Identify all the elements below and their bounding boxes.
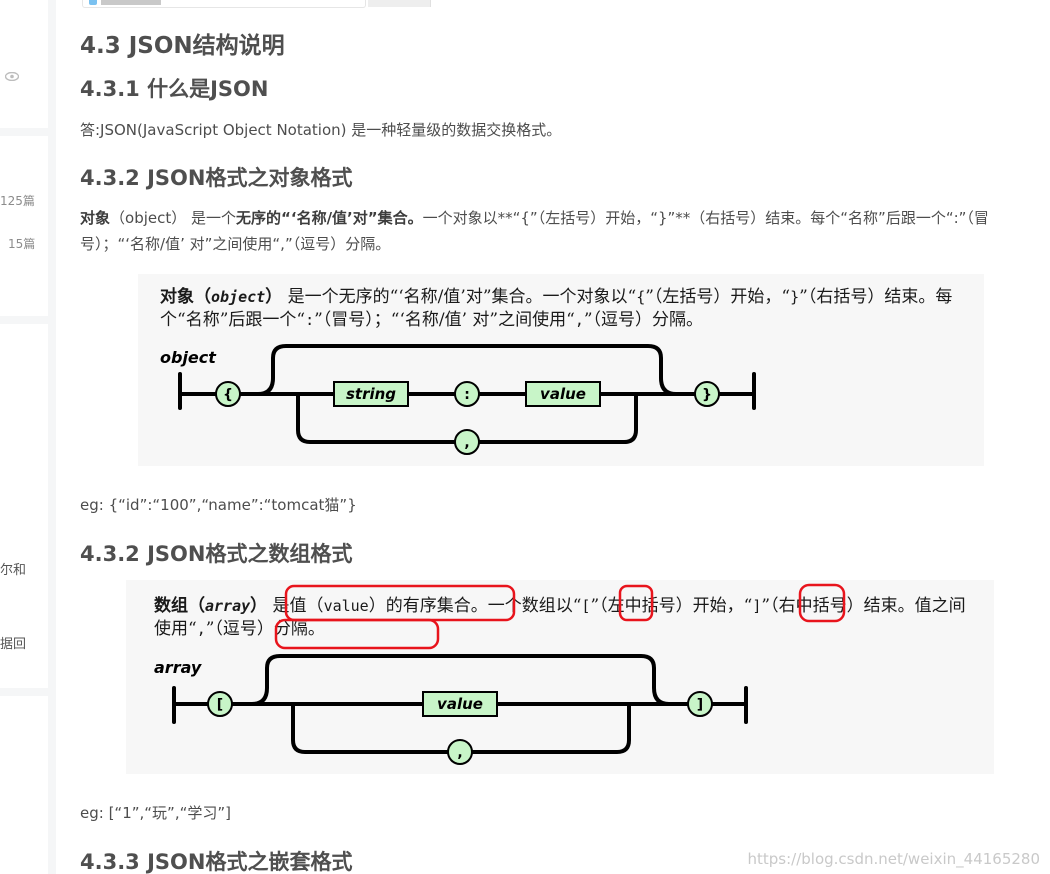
- array-term-word: array: [205, 597, 251, 615]
- heading-array-format: 4.3.2 JSON格式之数组格式: [80, 542, 353, 566]
- value-box-node: value: [525, 381, 601, 407]
- object-figure-caption: 对象（object） 是一个无序的“‘名称/值’对”集合。一个对象以“{”（左括…: [160, 286, 960, 332]
- array-mono-3: ]: [752, 597, 762, 615]
- example-object: eg: {“id”:“100”,“name”:“tomcat猫”}: [80, 496, 357, 514]
- object-term: 对象: [80, 209, 111, 227]
- diagram-bypass-path: [256, 344, 678, 396]
- heading-object-format: 4.3.2 JSON格式之对象格式: [80, 166, 353, 190]
- caption-mono-2: }: [790, 288, 800, 306]
- sidebar-card-bottom: [0, 696, 48, 874]
- array-term-open: 数组（: [154, 596, 205, 616]
- heading-what-is-json: 4.3.1 什么是JSON: [80, 77, 269, 101]
- object-text-a: （object） 是一个: [110, 209, 237, 227]
- svg-text:value: value: [540, 385, 586, 403]
- array-bypass-path: [250, 654, 671, 706]
- comma-node: ,: [454, 429, 480, 455]
- svg-text:}: }: [702, 387, 712, 403]
- object-text-b: 一个对象以**“{”（左括号）开始，“}”**（右括号）结束。每个“名称”后跟一…: [80, 209, 989, 253]
- svg-text::: :: [464, 387, 470, 403]
- highlight-right-bracket: [798, 583, 846, 623]
- object-syntax-diagram: { string : value } , object: [160, 344, 756, 455]
- open-bracket-node: [: [207, 691, 233, 717]
- object-figure: 对象（object） 是一个无序的“‘名称/值’对”集合。一个对象以“{”（左括…: [138, 274, 984, 466]
- svg-text:,: ,: [464, 435, 469, 451]
- object-diagram-label: object: [160, 348, 217, 367]
- open-brace-node: {: [215, 381, 241, 407]
- array-text-4: ”（右中括号）结束。值之间使用“: [154, 596, 966, 639]
- caption-mono-4: ,: [574, 311, 584, 329]
- paragraph-object-format: 对象（object） 是一个无序的“‘名称/值’对”集合。一个对象以**“{”（…: [80, 205, 1010, 257]
- svg-text:[: [: [217, 697, 223, 713]
- sidebar-card-top: [0, 0, 48, 128]
- array-text-2: ）的有序集合。一个数组以“: [368, 596, 582, 616]
- close-bracket-node: ]: [687, 691, 713, 717]
- caption-text-5: ”（逗号）分隔。: [583, 310, 704, 330]
- array-comma-node: ,: [447, 739, 473, 765]
- colon-node: :: [454, 381, 480, 407]
- highlight-comma: [274, 618, 440, 650]
- caption-text-3: ”（右括号）结束。每个“名称”后跟一个“: [160, 287, 953, 330]
- sidebar-count-a[interactable]: 125篇: [0, 194, 35, 208]
- highlight-ordered-set: [284, 584, 516, 622]
- highlight-left-bracket: [618, 584, 654, 622]
- svg-text:string: string: [346, 385, 396, 403]
- array-value-box-node: value: [422, 691, 498, 717]
- array-term-close: ）: [250, 596, 268, 616]
- object-text-bold: 无序的“‘名称/值’对”集合。: [236, 209, 423, 227]
- example-array: eg: [“1”,“玩”,“学习”]: [80, 804, 231, 822]
- top-tab-fragment-2[interactable]: [368, 0, 431, 7]
- sidebar-fragment-b[interactable]: 据回: [0, 637, 27, 652]
- caption-text-1: 是一个无序的“‘名称/值’对”集合。一个对象以“: [282, 287, 637, 307]
- heading-json-structure: 4.3 JSON结构说明: [80, 33, 285, 59]
- svg-text:{: {: [223, 387, 233, 403]
- caption-term-open: 对象（: [160, 287, 211, 307]
- caption-mono-3: :: [305, 311, 315, 329]
- array-mono-4: ,: [196, 620, 206, 638]
- array-syntax-diagram: [ value ] , array: [154, 583, 846, 765]
- caption-text-4: ”（冒号）；“‘名称/值’ 对”之间使用“: [314, 310, 575, 330]
- array-figure-caption: 数组（array） 是值（value）的有序集合。一个数组以“[”（左中括号）开…: [154, 595, 974, 641]
- array-figure: 数组（array） 是值（value）的有序集合。一个数组以“[”（左中括号）开…: [126, 580, 994, 774]
- eye-icon: [5, 72, 19, 81]
- svg-text:]: ]: [697, 697, 703, 713]
- article-content: 4.3 JSON结构说明 4.3.1 什么是JSON 答:JSON(JavaSc…: [56, 0, 1050, 874]
- close-brace-node: }: [694, 381, 720, 407]
- caption-term-close: ）: [265, 287, 283, 307]
- sidebar-count-b[interactable]: 15篇: [8, 237, 36, 251]
- array-mono-2: [: [581, 597, 591, 615]
- svg-text:value: value: [437, 695, 483, 713]
- string-box-node: string: [333, 381, 409, 407]
- array-text-3: ”（左中括号）开始，“: [590, 596, 753, 616]
- array-mono-1: value: [323, 597, 369, 615]
- caption-term-word: object: [211, 288, 266, 306]
- sidebar-fragment-a[interactable]: 尔和: [0, 563, 27, 578]
- caption-text-2: ”（左括号）开始，“: [645, 287, 791, 307]
- array-text-5: ”（逗号）分隔。: [205, 619, 325, 639]
- caption-mono-1: {: [636, 288, 646, 306]
- heading-nested-format: 4.3.3 JSON格式之嵌套格式: [80, 850, 353, 874]
- svg-text:,: ,: [457, 745, 462, 761]
- top-tab-fragment[interactable]: [82, 0, 366, 8]
- sidebar-card-stats: 125篇 15篇: [0, 136, 48, 316]
- annotation-highlights: [274, 583, 846, 650]
- array-diagram-label: array: [154, 658, 202, 677]
- paragraph-what-is-json: 答:JSON(JavaScript Object Notation) 是一种轻量…: [80, 121, 562, 139]
- watermark-url: https://blog.csdn.net/weixin_44165280: [747, 850, 1040, 868]
- sidebar-card-recent: 尔和 据回: [0, 324, 48, 688]
